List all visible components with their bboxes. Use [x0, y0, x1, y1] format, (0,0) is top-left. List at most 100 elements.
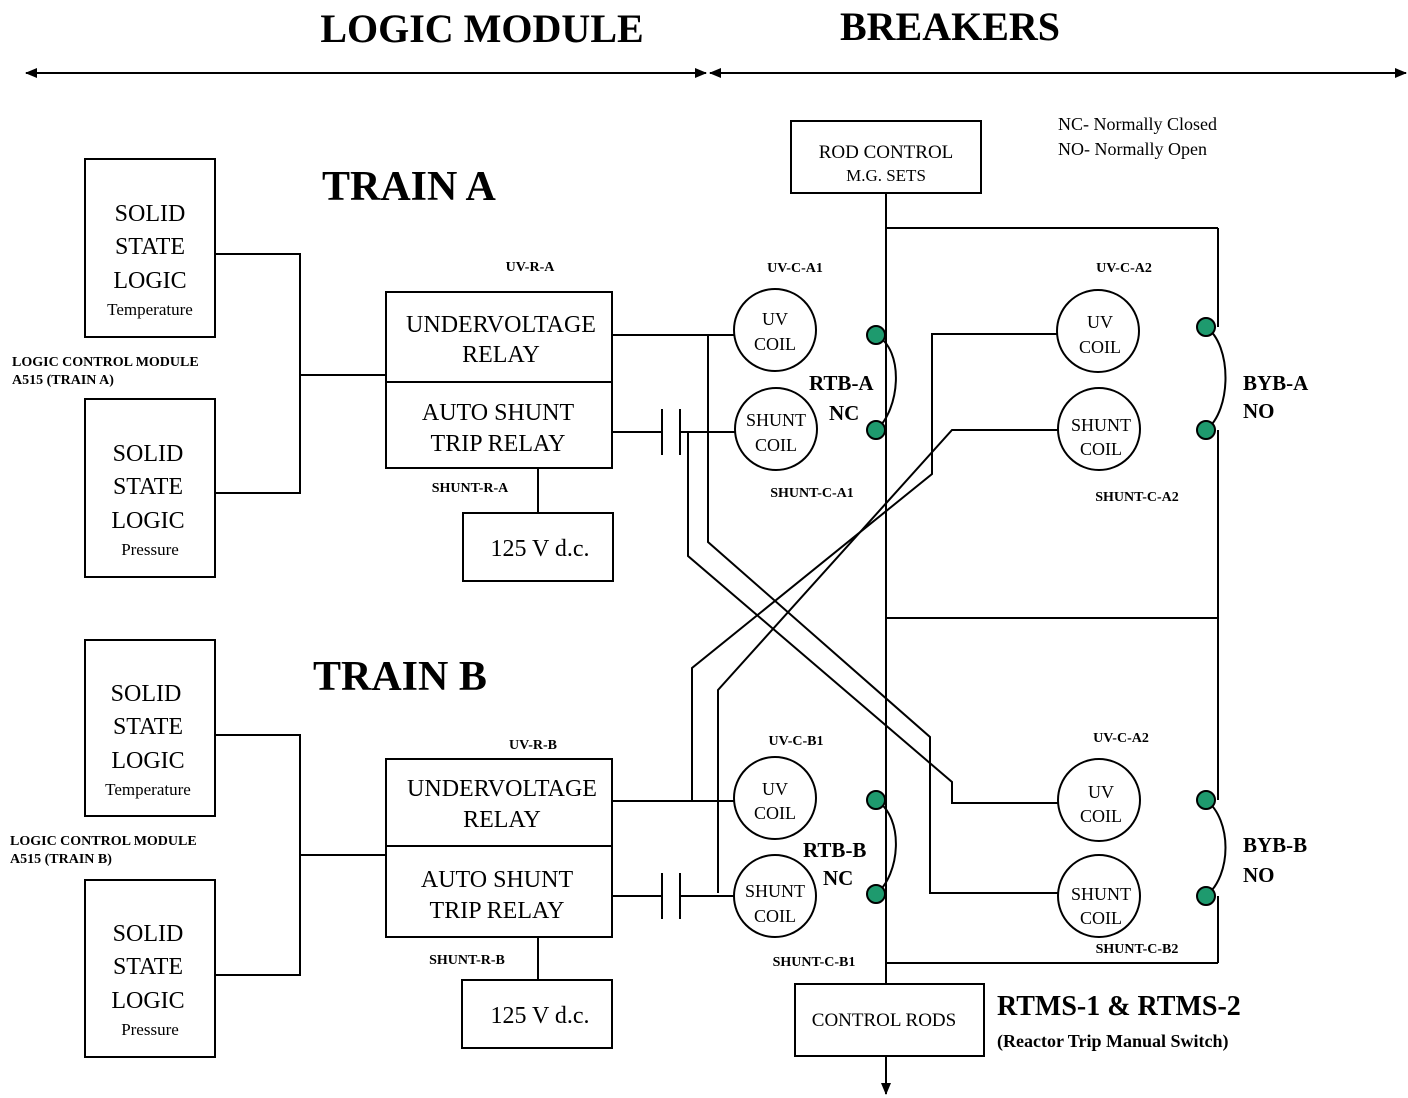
shunt-relay-label: TRIP RELAY: [431, 431, 566, 457]
byb-b-state: NO: [1243, 863, 1275, 887]
rtms-subtitle: (Reactor Trip Manual Switch): [997, 1031, 1229, 1052]
train-b-shunt-coil-2: [1057, 854, 1141, 938]
ssl-text: STATE: [113, 954, 183, 980]
ssl-text: STATE: [113, 474, 183, 500]
dc-supply-label: 125 V d.c.: [490, 1003, 589, 1029]
shunt-relay-label: TRIP RELAY: [430, 898, 565, 924]
shunt-c-a2-label: SHUNT-C-A2: [1095, 490, 1179, 505]
rtms-title: RTMS-1 & RTMS-2: [997, 991, 1241, 1022]
undervoltage-relay-label: UNDERVOLTAGE: [406, 312, 596, 338]
ssl-text: SOLID: [115, 201, 186, 227]
coil-label: UV: [762, 309, 788, 329]
ssl-text: LOGIC: [113, 268, 186, 294]
shunt-relay-label: AUTO SHUNT: [422, 400, 575, 426]
shunt-r-b-label: SHUNT-R-B: [429, 953, 505, 968]
ssl-subtext: Temperature: [105, 780, 191, 799]
undervoltage-relay-label: RELAY: [462, 342, 540, 368]
train-a-lcm-sublabel: A515 (TRAIN A): [12, 373, 114, 388]
train-a-ssl-pressure-box: [84, 398, 216, 578]
rod-control-mg-sets-box: [790, 120, 982, 194]
coil-label: COIL: [1079, 337, 1121, 357]
train-b-ssl-temperature-box: [84, 639, 216, 817]
shunt-c-a1-label: SHUNT-C-A1: [770, 486, 854, 501]
coil-label: UV: [1088, 782, 1114, 802]
coil-label: COIL: [1080, 908, 1122, 928]
coil-label: SHUNT: [746, 410, 806, 430]
coil-label: SHUNT: [1071, 415, 1131, 435]
ssl-text: STATE: [115, 234, 185, 260]
ssl-text: LOGIC: [111, 508, 184, 534]
train-b-uv-coil-2: [1057, 758, 1141, 842]
ssl-text: LOGIC: [111, 748, 184, 774]
rod-control-label: ROD CONTROL: [819, 142, 954, 163]
train-a-uv-coil-1: [733, 288, 817, 372]
uv-r-b-label: UV-R-B: [509, 738, 557, 753]
undervoltage-relay-label: UNDERVOLTAGE: [407, 776, 597, 802]
shunt-c-b1-label: SHUNT-C-B1: [773, 955, 856, 970]
train-a-shunt-coil-1: [734, 387, 818, 471]
shunt-c-b2-label: SHUNT-C-B2: [1096, 942, 1179, 957]
train-a-title: TRAIN A: [322, 164, 497, 210]
train-a-logic-wiring: [215, 253, 386, 494]
rtb-a-breaker: [866, 325, 897, 440]
train-b-logic-wiring: [215, 734, 386, 976]
control-rods-label: CONTROL RODS: [812, 1010, 956, 1031]
undervoltage-relay-label: RELAY: [463, 807, 541, 833]
mg-sets-label: M.G. SETS: [846, 166, 926, 185]
train-b-title: TRAIN B: [313, 654, 487, 700]
coil-label: COIL: [755, 435, 797, 455]
rtb-a-label: RTB-A: [809, 371, 874, 395]
control-rods-box: [794, 983, 985, 1057]
train-b-uv-coil-1: [733, 756, 817, 840]
train-b-125v-dc-box: [461, 979, 613, 1049]
shunt-relay-label: AUTO SHUNT: [421, 867, 574, 893]
train-a-125v-dc-box: [462, 512, 614, 582]
train-b-shunt-coil-1: [733, 854, 817, 938]
coil-label: COIL: [1080, 806, 1122, 826]
rtb-b-label: RTB-B: [803, 838, 866, 862]
ssl-text: SOLID: [113, 441, 184, 467]
ssl-text: SOLID: [111, 681, 182, 707]
byb-a-state: NO: [1243, 399, 1275, 423]
coil-label: SHUNT: [1071, 884, 1131, 904]
train-b-lcm-label: LOGIC CONTROL MODULE: [10, 834, 197, 849]
ssl-subtext: Temperature: [107, 300, 193, 319]
coil-label: COIL: [1080, 439, 1122, 459]
rtb-b-state: NC: [823, 866, 853, 890]
legend-nc: NC- Normally Closed: [1058, 114, 1217, 134]
train-b-lcm-sublabel: A515 (TRAIN B): [10, 852, 112, 867]
byb-a-label: BYB-A: [1243, 371, 1309, 395]
train-a-uv-coil-2: [1056, 289, 1140, 373]
rtb-b-breaker: [866, 790, 897, 904]
ssl-text: LOGIC: [111, 988, 184, 1014]
train-a-shunt-coil-2: [1057, 387, 1141, 471]
ssl-text: SOLID: [113, 921, 184, 947]
train-b-relay-box: [385, 758, 613, 938]
coil-label: COIL: [754, 803, 796, 823]
byb-a-breaker: [1196, 317, 1227, 440]
byb-b-label: BYB-B: [1243, 833, 1307, 857]
train-a-coil-wiring: [612, 333, 1058, 894]
uv-c-a1-label: UV-C-A1: [767, 261, 823, 276]
shunt-r-a-label: SHUNT-R-A: [432, 481, 509, 496]
ssl-text: STATE: [113, 714, 183, 740]
uv-c-b1-label: UV-C-B1: [769, 734, 824, 749]
train-a-lcm-label: LOGIC CONTROL MODULE: [12, 355, 199, 370]
legend-no: NO- Normally Open: [1058, 139, 1207, 159]
uv-r-a-label: UV-R-A: [506, 260, 556, 275]
coil-label: UV: [762, 779, 788, 799]
train-b-ssl-pressure-box: [84, 879, 216, 1058]
breakers-heading: BREAKERS: [840, 4, 1060, 49]
ssl-subtext: Pressure: [121, 1020, 179, 1039]
logic-module-heading: LOGIC MODULE: [320, 6, 643, 51]
coil-label: UV: [1087, 312, 1113, 332]
train-a-relay-box: [385, 291, 613, 469]
coil-label: COIL: [754, 906, 796, 926]
rtb-a-state: NC: [829, 401, 859, 425]
dc-supply-label: 125 V d.c.: [490, 536, 589, 562]
coil-label: SHUNT: [745, 881, 805, 901]
uv-c-a2-label: UV-C-A2: [1096, 261, 1152, 276]
train-a-ssl-temperature-box: [84, 158, 216, 338]
main-bus-wiring: [881, 193, 1219, 1095]
